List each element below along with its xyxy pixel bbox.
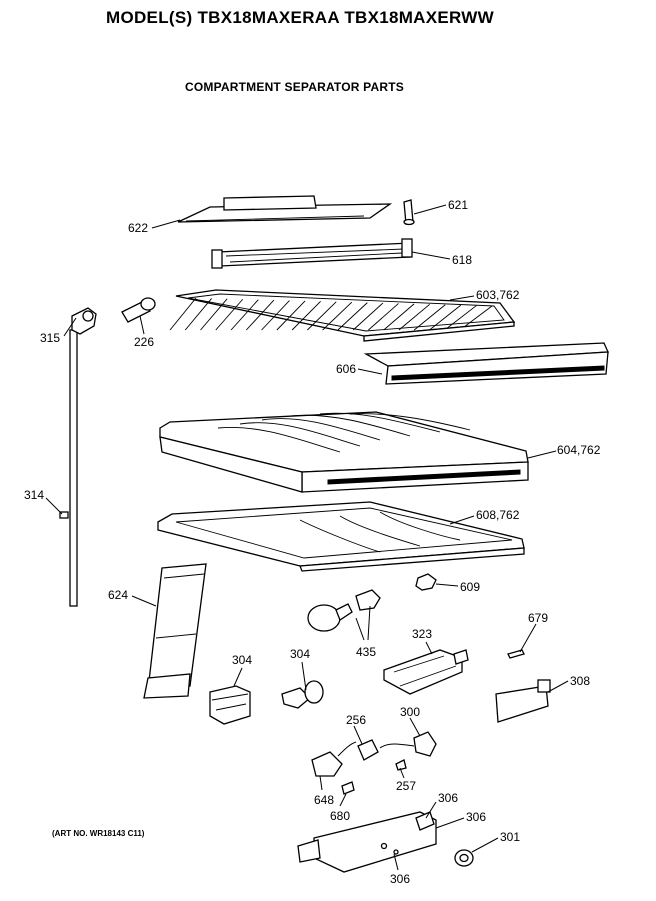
callout-323: 323 (412, 627, 432, 641)
callout-679: 679 (528, 611, 548, 625)
part-603-shelf (169, 289, 516, 342)
callout-606: 606 (336, 362, 356, 376)
model-line: MODEL(S) TBX18MAXERAA TBX18MAXERWW (106, 8, 495, 27)
shelf-grid-line (184, 298, 212, 331)
part-257-screw (395, 759, 407, 771)
callout-256: 256 (346, 713, 366, 727)
callout-618: 618 (452, 253, 472, 267)
part-306-bracket (297, 811, 437, 873)
callout-300: 300 (400, 705, 420, 719)
leader-lines (45, 204, 569, 871)
part-648-thermostat (311, 741, 357, 777)
callout-604: 604,762 (557, 443, 601, 457)
part-300-timer (379, 731, 437, 757)
part-301-knob (454, 849, 474, 867)
part-256-connector (357, 739, 379, 761)
callout-306-a: 306 (438, 791, 458, 805)
part-608-pan (157, 501, 525, 572)
shelf-grid-line (444, 305, 477, 331)
shelf-grid (169, 297, 493, 331)
callout-308: 308 (570, 674, 590, 688)
shelf-grid-line (200, 298, 228, 331)
part-435-bulb (307, 603, 353, 632)
part-314-clip (59, 511, 69, 519)
shelf-grid-line (368, 303, 399, 331)
callout-648: 648 (314, 793, 334, 807)
shelf-grid-line (276, 300, 306, 331)
callout-603: 603,762 (476, 288, 520, 302)
part-323-housing (383, 649, 469, 695)
part-621-clip (403, 199, 415, 226)
callout-609: 609 (460, 580, 480, 594)
callout-435: 435 (356, 645, 376, 659)
callout-680: 680 (330, 809, 350, 823)
shelf-grid-line (413, 304, 446, 331)
shelf-grid-line (261, 300, 290, 331)
callout-301: 301 (500, 830, 520, 844)
callout-624: 624 (108, 588, 128, 602)
callout-622: 622 (128, 221, 148, 235)
section-title: COMPARTMENT SEPARATOR PARTS (185, 80, 404, 94)
shelf-grid-line (383, 303, 415, 331)
part-304-module-a (209, 685, 251, 725)
callout-608: 608,762 (476, 508, 520, 522)
shelf-grid-line (322, 301, 353, 331)
callout-304-b: 304 (290, 647, 310, 661)
callout-304-a: 304 (232, 653, 252, 667)
shelf-grid-line (337, 302, 368, 331)
part-618-bracket (211, 238, 413, 269)
callout-306-c: 306 (390, 872, 410, 886)
part-680-screw (341, 781, 355, 795)
part-604-shelf (159, 411, 529, 493)
shelf-grid-line (352, 302, 384, 331)
part-435-socket (355, 589, 381, 611)
part-308-bracket (495, 679, 551, 723)
part-606-trim (363, 342, 609, 385)
shelf-grid-line (230, 299, 259, 331)
shelf-grid-line (398, 303, 430, 331)
part-624-duct (143, 563, 207, 699)
callout-306-b: 306 (466, 810, 486, 824)
part-226-cap (121, 297, 156, 323)
callout-314: 314 (24, 488, 44, 502)
part-609-clip (415, 573, 437, 591)
shelf-grid-line (215, 298, 244, 331)
part-679-screw (507, 649, 525, 659)
art-number: (ART NO. WR18143 C11) (52, 829, 145, 838)
shelf-grid-line (291, 301, 321, 331)
part-304-switch (281, 680, 324, 709)
shelf-grid-line (169, 297, 197, 331)
part-315-rod (69, 307, 97, 607)
shelf-grid-line (307, 301, 337, 331)
callout-257: 257 (396, 779, 416, 793)
part-622-cover (177, 195, 393, 223)
shelf-grid-line (429, 304, 462, 331)
callout-226: 226 (134, 335, 154, 349)
shelf-grid-line (245, 299, 275, 331)
callout-621: 621 (448, 198, 468, 212)
callout-315: 315 (40, 331, 60, 345)
